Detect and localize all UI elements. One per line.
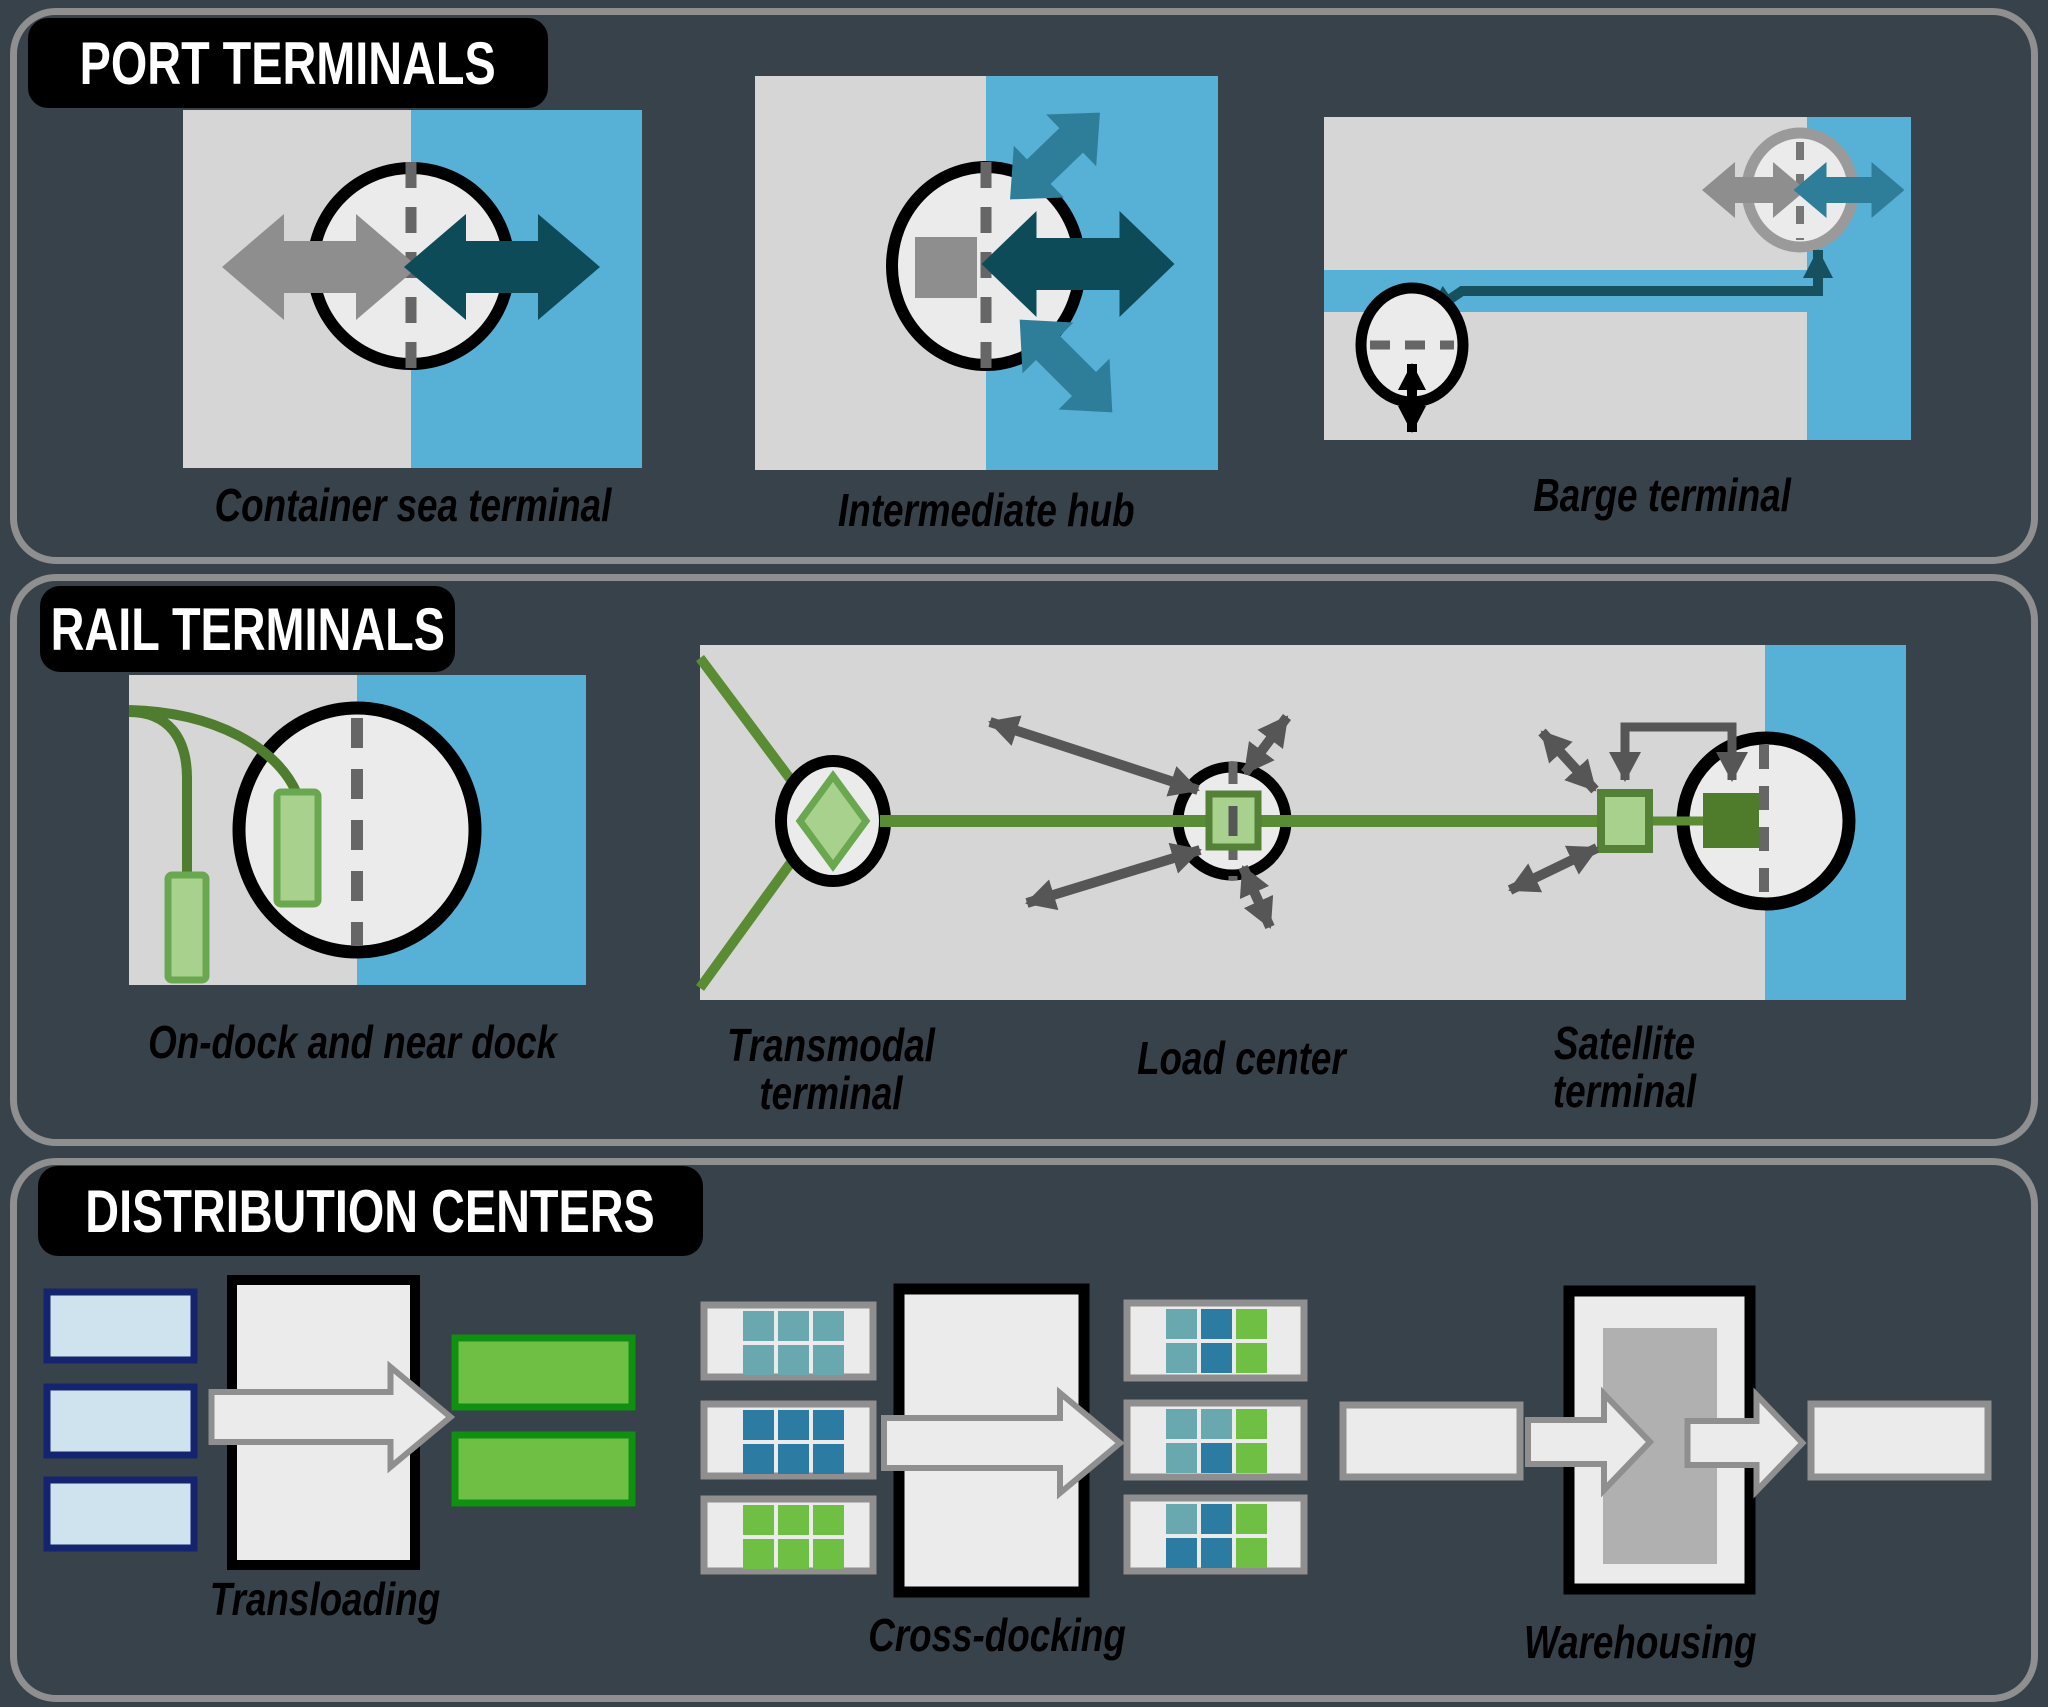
port-terminals-title: PORT TERMINALS: [80, 29, 497, 97]
inbound-container: [43, 1383, 198, 1459]
cargo-cell: [1166, 1409, 1197, 1439]
rail-terminals-title: RAIL TERMINALS: [50, 595, 445, 663]
cargo-cell: [1166, 1538, 1197, 1568]
cargo-cell: [743, 1311, 774, 1341]
cargo-cell: [1236, 1409, 1267, 1439]
port-rail-yard: [1703, 793, 1759, 848]
cargo-cell: [1201, 1309, 1232, 1339]
storage-block: [915, 237, 977, 298]
cargo-cell: [1166, 1309, 1197, 1339]
satellite-shuttle-bracket-arrow: [1609, 722, 1748, 782]
rail-terminals-label: RAIL TERMINALS: [40, 586, 455, 672]
cargo-cell: [743, 1539, 774, 1569]
cargo-cell: [743, 1345, 774, 1375]
cargo-cell: [1166, 1343, 1197, 1373]
container-sea-terminal-caption: Container sea terminal: [214, 479, 612, 531]
on-dock-near-dock-caption: On-dock and near dock: [148, 1016, 558, 1068]
cargo-cell: [1201, 1343, 1232, 1373]
sea-side-flow-arrow: [222, 214, 418, 320]
cargo-cell: [1236, 1504, 1267, 1534]
rail-terminals-panel: [10, 574, 2038, 1146]
cargo-cell: [1236, 1443, 1267, 1473]
distribution-centers-title: DISTRIBUTION CENTERS: [85, 1177, 656, 1245]
cargo-cell: [1236, 1343, 1267, 1373]
cargo-cell: [813, 1311, 844, 1341]
cargo-cell: [1166, 1443, 1197, 1473]
load-center-yard: [1205, 790, 1262, 851]
cargo-cell: [1201, 1504, 1232, 1534]
load-center-drayage-arrow-se: [1238, 864, 1275, 930]
load-center-caption: Load center: [1136, 1032, 1346, 1084]
transmodal-diamond: [795, 770, 871, 872]
outbound-trailer: [451, 1431, 636, 1507]
cargo-cell: [813, 1505, 844, 1535]
cargo-cell: [743, 1444, 774, 1474]
cargo-cell: [778, 1539, 809, 1569]
transloading-caption: Transloading: [209, 1573, 441, 1625]
cargo-cell: [813, 1345, 844, 1375]
cargo-cell: [1236, 1309, 1267, 1339]
satellite-yard: [1597, 789, 1653, 853]
transloading-flow-arrow: [208, 1360, 456, 1474]
cargo-cell: [813, 1444, 844, 1474]
cargo-cell: [1201, 1409, 1232, 1439]
port-terminals-label: PORT TERMINALS: [28, 18, 548, 108]
inbound-container: [43, 1476, 198, 1552]
on-dock-near-dock-icon: [128, 675, 586, 985]
satellite-drayage-arrow-nw: [1538, 728, 1599, 794]
outbound-flow-bar: [1807, 1400, 1992, 1481]
cargo-cell: [1201, 1538, 1232, 1568]
cargo-cell: [1236, 1538, 1267, 1568]
hub-main-flow-arrow: [981, 211, 1175, 317]
inbound-container: [43, 1288, 198, 1364]
transmodal-terminal-caption: Transmodal terminal: [727, 1019, 935, 1119]
barge-sea-arrow: [1793, 162, 1905, 218]
rail-corridor-icon: [695, 645, 1906, 1000]
cargo-cell: [813, 1410, 844, 1440]
cargo-cell: [743, 1505, 774, 1535]
warehousing-caption: Warehousing: [1523, 1616, 1757, 1668]
cargo-cell: [778, 1410, 809, 1440]
cargo-cell: [813, 1539, 844, 1569]
warehouse-inbound-arrow: [1525, 1386, 1655, 1498]
near-dock-rail-yard: [164, 871, 210, 984]
hub-feeder-arrow-lower: [1019, 319, 1113, 413]
distribution-centers-panel: [10, 1158, 2038, 1702]
load-center-drayage-arrow-nw: [988, 715, 1200, 797]
distribution-centers-label: DISTRIBUTION CENTERS: [38, 1166, 703, 1256]
cargo-cell: [743, 1410, 774, 1440]
hub-feeder-arrow-upper: [1010, 112, 1100, 200]
rail-branch-lower: [695, 847, 805, 991]
cargo-cell: [778, 1444, 809, 1474]
warehousing-icon: [1339, 1285, 1992, 1595]
satellite-terminal-caption: Satellite terminal: [1552, 1017, 1696, 1117]
barge-terminal-caption: Barge terminal: [1533, 469, 1791, 521]
cargo-cell: [778, 1505, 809, 1535]
cross-docking-flow-arrow: [881, 1386, 1125, 1500]
outbound-trailer: [451, 1334, 636, 1411]
cargo-cell: [1166, 1504, 1197, 1534]
land-side-flow-arrow: [404, 214, 600, 320]
cross-docking-caption: Cross-docking: [868, 1609, 1126, 1661]
satellite-drayage-arrow-sw: [1507, 843, 1600, 895]
cargo-cell: [778, 1345, 809, 1375]
cargo-cell: [1201, 1443, 1232, 1473]
load-center-drayage-arrow-ne: [1241, 714, 1291, 776]
rail-branch-upper: [695, 655, 805, 795]
inbound-flow-bar: [1339, 1401, 1524, 1481]
cargo-cell: [778, 1311, 809, 1341]
warehouse-outbound-arrow: [1684, 1387, 1807, 1499]
barge-land-arrow: [1702, 162, 1806, 218]
intermediate-hub-caption: Intermediate hub: [837, 484, 1135, 536]
port-terminals-panel: [10, 8, 2038, 564]
load-center-drayage-arrow-sw: [1025, 842, 1202, 911]
on-dock-rail-yard: [273, 788, 322, 908]
rail-track-on-dock: [128, 705, 302, 797]
